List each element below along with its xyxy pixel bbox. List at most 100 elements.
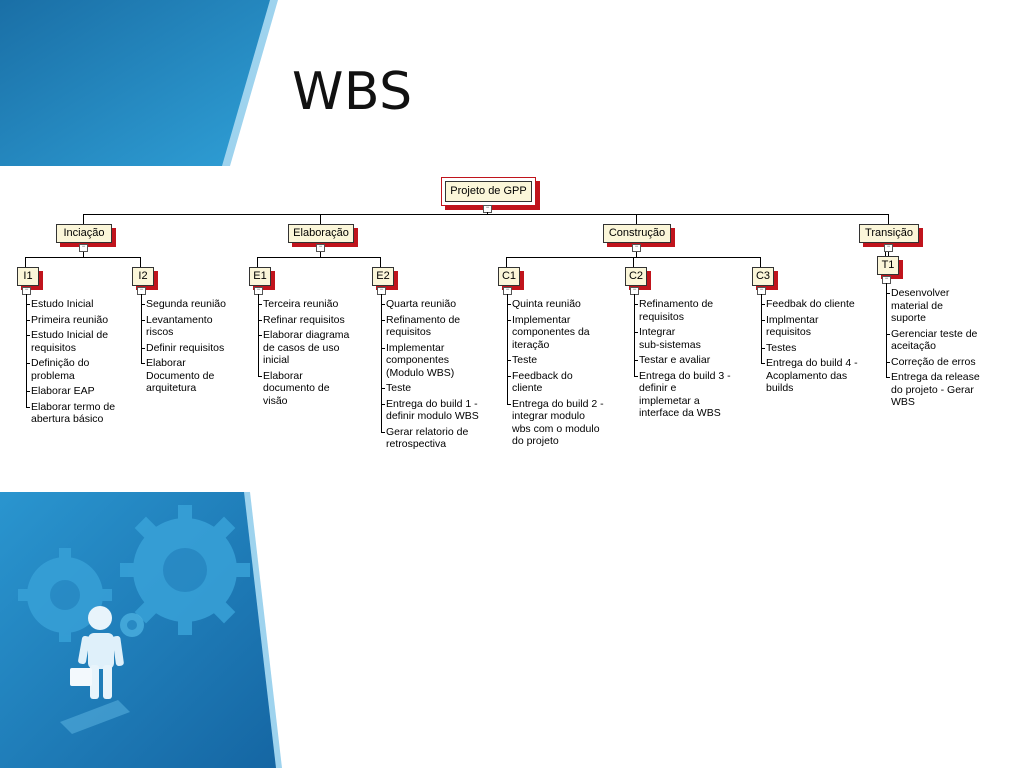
connector-line [381,294,382,433]
wbs-task: Quarta reunião [386,298,457,310]
connector-line [381,388,385,389]
connector-line [886,377,890,378]
connector-line [506,257,507,267]
group-node-c2: C2 [625,267,647,286]
connector-line [140,257,141,267]
connector-line [885,252,886,256]
connector-line [83,252,84,257]
group-node-e1: E1 [249,267,271,286]
connector-line [141,319,145,321]
collapse-toggle[interactable]: − [316,244,325,252]
connector-line [26,391,30,392]
connector-line [634,294,635,377]
phase-node-3: Transição [859,224,919,243]
connector-line [507,403,511,405]
group-node-i1: I1 [17,267,39,286]
connector-line [487,212,488,214]
wbs-task: Definir requisitos [146,341,225,354]
connector-line [761,347,765,349]
wbs-task: Segunda reunião [146,298,226,310]
wbs-task: Primeira reunião [31,313,109,326]
connector-line [257,257,258,267]
connector-line [258,304,262,305]
connector-line [257,257,380,258]
wbs-task: Estudo Inicial [31,298,94,310]
gear-icon [120,505,250,635]
connector-line [507,319,511,321]
wbs-task: Elaborar EAP [31,385,95,397]
wbs-task: Feedbak do cliente [766,298,855,310]
connector-line [507,360,511,361]
connector-line [888,252,889,257]
connector-line [507,375,511,377]
wbs-task: Testes [766,341,797,354]
wbs-task: Testar e avaliar [639,354,711,366]
header-banner [0,0,278,166]
group-node-c1: C1 [498,267,520,286]
collapse-toggle[interactable]: − [884,244,893,252]
phase-node-1: Elaboração [288,224,354,243]
connector-line [258,335,262,336]
connector-line [886,293,890,294]
connector-line [761,363,765,364]
connector-line [633,257,634,267]
connector-line [886,283,887,378]
connector-line [888,214,889,224]
connector-line [886,361,890,363]
connector-line [381,431,385,433]
phase-node-2: Construção [603,224,671,243]
connector-line [83,214,888,215]
wbs-task: Terceira reunião [263,298,339,310]
connector-line [634,304,638,305]
connector-line [381,319,385,321]
collapse-toggle[interactable]: − [632,244,641,252]
wbs-task: Teste [386,382,412,394]
connector-line [507,304,511,305]
wbs-task: Teste [512,354,538,366]
connector-line [141,294,142,364]
connector-line [634,375,638,377]
group-node-e2: E2 [372,267,394,286]
person-with-briefcase-icon [60,606,130,734]
connector-line [258,294,259,377]
gear-icon [18,548,112,642]
wbs-task: Refinar requisitos [263,313,345,326]
connector-line [26,294,27,408]
connector-line [761,304,765,305]
footer-banner [0,492,282,768]
group-node-c3: C3 [752,267,774,286]
gear-icon [120,613,144,637]
connector-line [886,333,890,335]
connector-line [761,294,762,364]
connector-line [258,375,262,377]
collapse-toggle[interactable]: − [79,244,88,252]
connector-line [83,214,84,224]
connector-line [636,252,637,257]
wbs-task: Quinta reunião [512,298,581,310]
connector-line [381,347,385,349]
connector-line [26,363,30,364]
connector-line [507,294,508,405]
connector-line [320,252,321,257]
connector-line [636,214,637,224]
connector-line [26,406,30,408]
connector-line [26,319,30,321]
